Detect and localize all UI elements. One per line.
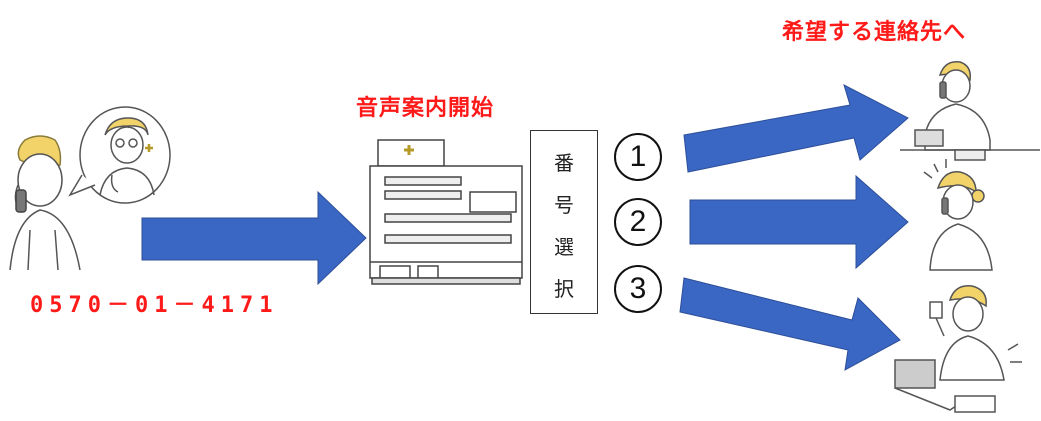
- staff-phone-icon: [900, 61, 1040, 161]
- arrow-option-1: [683, 84, 909, 173]
- selection-char: 番: [554, 151, 574, 175]
- doctor-bubble-icon: [68, 106, 171, 204]
- option-3-number: 3: [614, 265, 662, 313]
- caller-person-icon: [9, 135, 81, 271]
- arrow-option-2: [689, 174, 909, 270]
- selection-char: 択: [554, 277, 574, 301]
- option-1-number: 1: [614, 133, 662, 181]
- option-2-number: 2: [614, 198, 662, 246]
- staff-laptop-icon: [894, 285, 1022, 413]
- hospital-icon: [369, 139, 523, 285]
- number-selection-box: 番 号 選 択: [530, 130, 598, 314]
- phone-number: 0570－01－4171: [30, 293, 279, 318]
- selection-char: 選: [554, 235, 574, 259]
- voice-guidance-label: 音声案内開始: [356, 96, 495, 121]
- selection-char: 号: [554, 193, 574, 217]
- arrow-to-guidance: [141, 190, 367, 286]
- destination-label: 希望する連絡先へ: [782, 20, 967, 45]
- arrow-option-3: [679, 277, 901, 371]
- staff-phone-icon: [923, 159, 993, 271]
